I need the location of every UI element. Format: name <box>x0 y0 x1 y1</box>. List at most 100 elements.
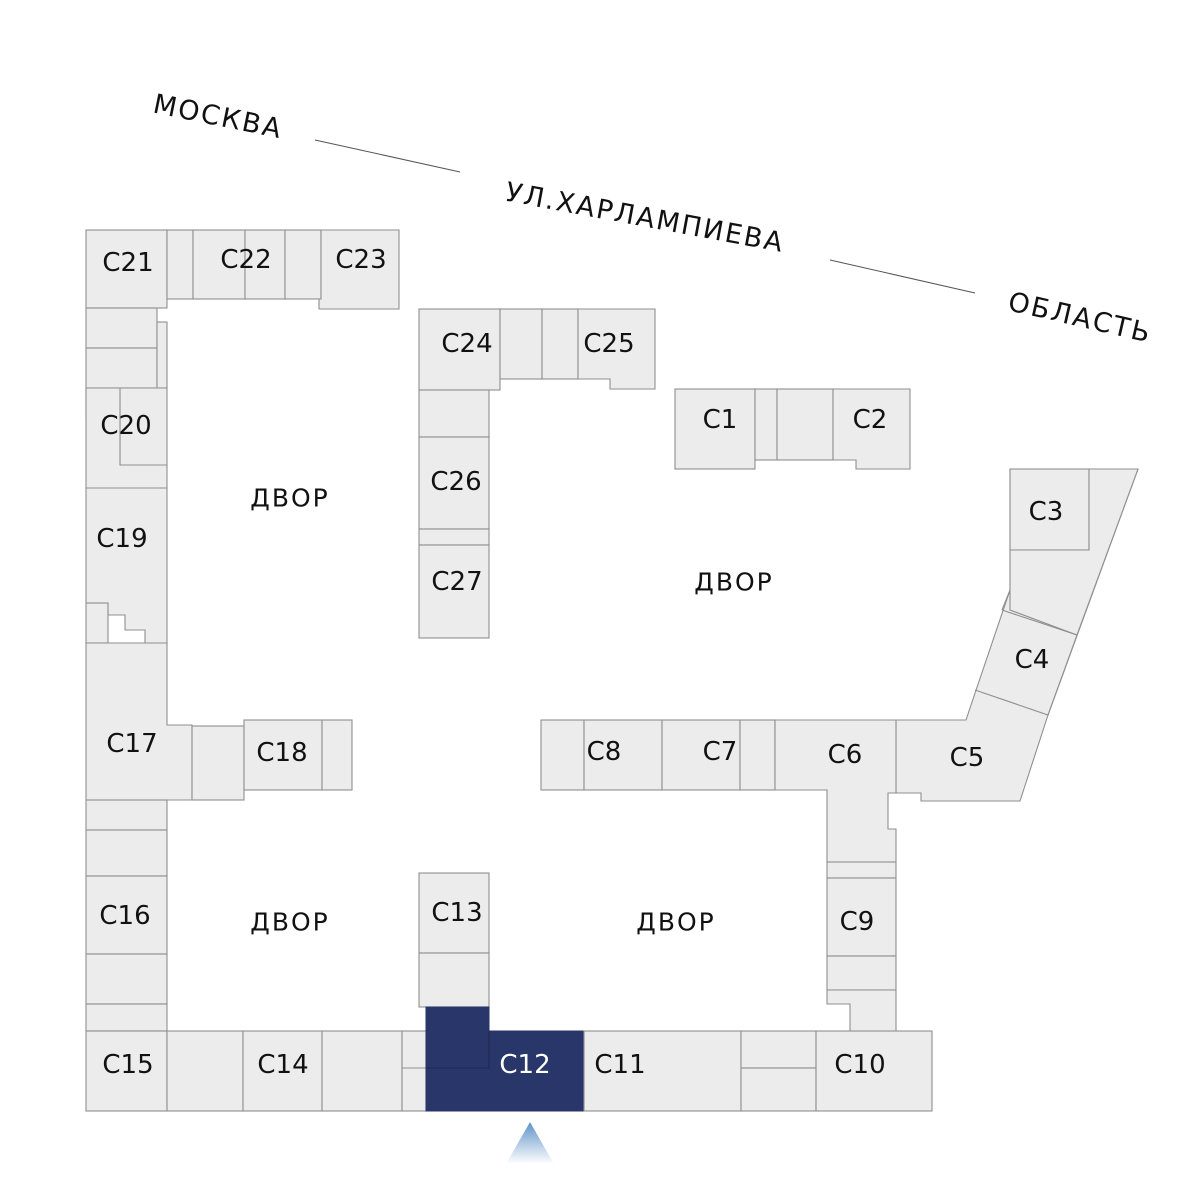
label-c12: С12 <box>499 1050 550 1080</box>
block-left-7 <box>85 799 168 831</box>
yard-label-top-right: ДВОР <box>694 568 773 597</box>
block-left-4 <box>85 602 109 644</box>
block-c9-bottom <box>826 955 897 991</box>
location-marker-icon <box>506 1122 554 1164</box>
block-bottom-4 <box>740 1030 817 1069</box>
label-c26: С26 <box>430 467 481 497</box>
section-c18[interactable] <box>243 719 323 791</box>
section-c7[interactable] <box>661 719 741 791</box>
label-c10: С10 <box>834 1050 885 1080</box>
block-left-10 <box>85 1003 168 1032</box>
left-wing <box>85 229 353 1032</box>
block-c9-stair <box>826 989 897 1035</box>
label-c2: С2 <box>853 405 888 435</box>
street-line-left <box>314 139 461 173</box>
label-c8: С8 <box>587 737 622 767</box>
yard-labels: ДВОР ДВОР ДВОР ДВОР <box>250 484 773 937</box>
section-c13[interactable] <box>418 872 490 954</box>
right-wing <box>895 468 1139 802</box>
label-c5: С5 <box>950 743 985 773</box>
center-row <box>540 719 897 863</box>
yard-label-bottom-left: ДВОР <box>250 908 329 937</box>
label-c4: С4 <box>1015 645 1050 675</box>
label-c3: С3 <box>1029 497 1064 527</box>
label-c27: С27 <box>431 567 482 597</box>
top-left-wing <box>166 229 400 310</box>
label-c23: С23 <box>335 245 386 275</box>
section-c21[interactable] <box>85 229 168 309</box>
section-c27[interactable] <box>418 544 490 639</box>
label-c13: С13 <box>431 898 482 928</box>
label-c21: С21 <box>102 248 153 278</box>
block-right-1 <box>1009 468 1139 636</box>
section-c8[interactable] <box>583 719 663 791</box>
block-c8-left <box>540 719 585 791</box>
top-right-wing <box>674 388 911 470</box>
label-c16: С16 <box>99 901 150 931</box>
label-c18: С18 <box>256 738 307 768</box>
label-c6: С6 <box>828 740 863 770</box>
section-c11[interactable] <box>583 1030 742 1112</box>
block-bottom-2 <box>321 1030 403 1112</box>
section-c2[interactable] <box>832 388 911 470</box>
label-c7: С7 <box>703 737 738 767</box>
divider-right <box>1001 589 1011 611</box>
label-c22: С22 <box>220 245 271 275</box>
block-left-3 <box>156 321 168 389</box>
block-left-5 <box>191 725 245 801</box>
block-mid-2 <box>541 308 579 380</box>
yard-label-top-left: ДВОР <box>250 484 329 513</box>
middle-wing <box>418 308 656 639</box>
label-c20: С20 <box>100 411 151 441</box>
bottom-row <box>85 1006 933 1112</box>
block-top-1 <box>166 229 194 300</box>
block-left-6 <box>321 719 353 791</box>
label-c14: С14 <box>257 1050 308 1080</box>
block-tr-2 <box>776 388 834 461</box>
section-c9[interactable] <box>826 877 897 957</box>
c13-wing <box>418 872 490 1008</box>
street-label-oblast: ОБЛАСТЬ <box>1005 286 1155 349</box>
section-c6[interactable] <box>774 719 897 863</box>
section-labels: С1 С2 С3 С4 С5 С6 С7 С8 С9 С10 С11 С12 С… <box>96 245 1063 1080</box>
section-c4[interactable] <box>974 609 1078 716</box>
section-c24[interactable] <box>418 308 501 391</box>
block-left-2 <box>85 347 158 389</box>
street-label-kharlampieva: УЛ.ХАРЛАМПИЕВА <box>503 177 787 259</box>
yard-label-bottom-right: ДВОР <box>636 908 715 937</box>
block-c9-top <box>826 861 897 879</box>
block-left-1 <box>85 307 158 349</box>
street-label-moscow: МОСКВА <box>150 89 285 146</box>
section-c1[interactable] <box>674 388 756 470</box>
section-c12-divider <box>426 1031 490 1069</box>
block-left-9 <box>85 953 168 1005</box>
c9-wing <box>826 861 897 1035</box>
block-mid-4 <box>418 528 490 546</box>
section-c10[interactable] <box>815 1030 933 1112</box>
section-c16[interactable] <box>85 875 168 955</box>
street-line-right <box>829 259 976 294</box>
block-bottom-5 <box>740 1067 817 1112</box>
block-left-8 <box>85 829 168 877</box>
label-c1: С1 <box>703 405 738 435</box>
block-mid-1 <box>499 308 543 380</box>
label-c24: С24 <box>441 329 492 359</box>
block-bottom-3 <box>401 1030 427 1112</box>
block-c7-right <box>739 719 776 791</box>
section-c25[interactable] <box>577 308 656 390</box>
section-c22-a[interactable] <box>192 229 246 300</box>
section-c26[interactable] <box>418 436 490 530</box>
label-c17: С17 <box>106 729 157 759</box>
section-c14[interactable] <box>242 1030 323 1112</box>
block-c13-bottom <box>418 952 490 1008</box>
block-top-2 <box>284 229 322 300</box>
label-c9: С9 <box>840 907 875 937</box>
section-c23[interactable] <box>318 229 400 310</box>
block-mid-3 <box>418 389 490 438</box>
block-bottom-1 <box>166 1030 244 1112</box>
section-c22-b[interactable] <box>244 229 286 300</box>
label-c15: С15 <box>102 1050 153 1080</box>
block-tr-1 <box>754 388 778 461</box>
section-c17[interactable] <box>85 642 193 801</box>
